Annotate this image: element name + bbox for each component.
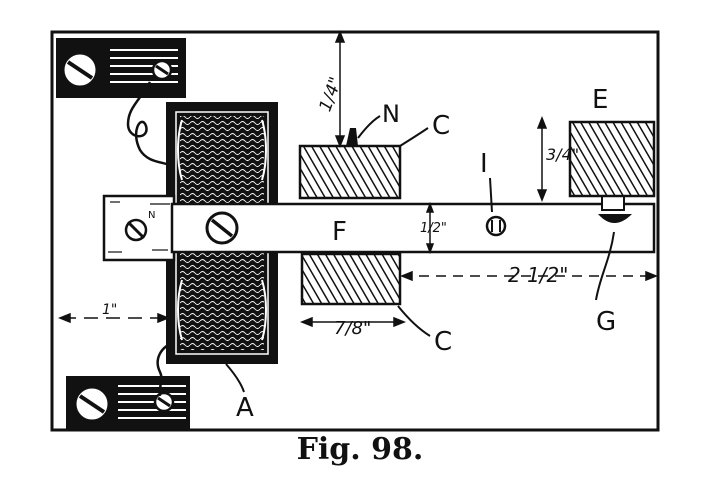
- dim-label-strip-width: 1/2": [420, 221, 447, 236]
- label-c-bottom: C: [434, 327, 452, 357]
- dim-label-left-offset: 1": [102, 302, 117, 318]
- dimension-left-offset: [57, 312, 171, 324]
- dimension-top-gap: [334, 29, 346, 149]
- block-c-bottom: [300, 252, 402, 306]
- pointer-line-i: [489, 177, 493, 213]
- dim-label-block-width: 7/8": [334, 318, 371, 339]
- dimension-strip-width: [425, 201, 435, 255]
- dim-label-right-gap: 3/4": [546, 145, 579, 164]
- pointer-line-a: [225, 363, 245, 393]
- pivot-bracket: N: [102, 194, 176, 262]
- screw-n: [346, 128, 358, 146]
- base-board: [50, 30, 660, 432]
- dimension-block-width: [299, 316, 407, 328]
- contact-g: [595, 195, 632, 301]
- label-f: F: [332, 217, 347, 247]
- armature-strip-f: [170, 202, 656, 254]
- dimension-right-length: [399, 270, 659, 282]
- pointer-line-c-top: [399, 127, 429, 147]
- label-i: I: [480, 149, 488, 179]
- block-e: [568, 120, 656, 198]
- label-e: E: [592, 85, 608, 115]
- dimension-right-gap: [536, 115, 548, 203]
- label-g: G: [596, 307, 616, 337]
- dim-label-right-length: 2 1/2": [508, 263, 568, 287]
- label-n: N: [382, 100, 400, 128]
- pointer-line-c-bottom: [397, 305, 431, 337]
- terminal-block-bottom: [66, 376, 190, 430]
- figure-caption: Fig. 98.: [296, 432, 424, 467]
- wire-bottom: [156, 340, 177, 397]
- screw-n-pointer: [357, 115, 381, 139]
- label-a: A: [236, 393, 254, 423]
- svg-text:N: N: [148, 210, 155, 221]
- dim-label-top-gap: 1/4": [316, 74, 347, 114]
- terminal-block-top: [56, 38, 186, 98]
- wire-top: [126, 81, 178, 171]
- label-c-top: C: [432, 111, 450, 141]
- block-c-top: [298, 144, 402, 200]
